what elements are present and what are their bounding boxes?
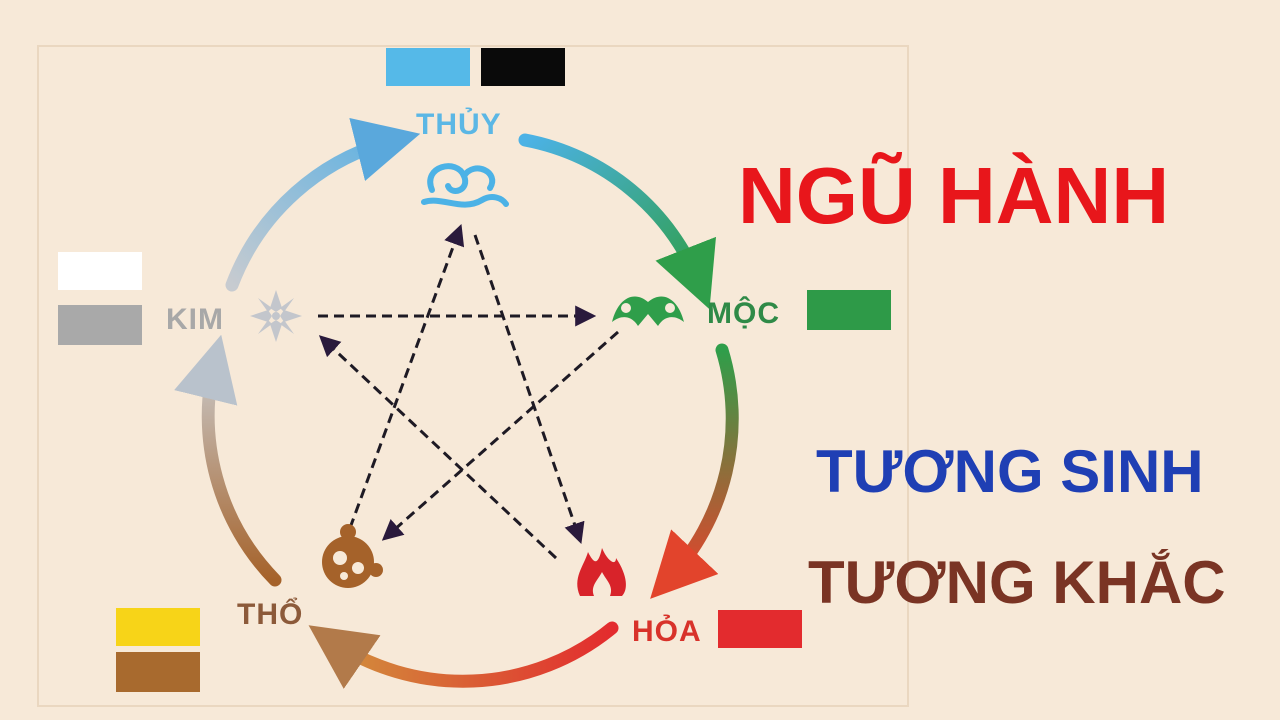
panel-border [37, 45, 909, 707]
water-icon [421, 163, 509, 208]
controlling-cycle [318, 224, 619, 560]
subtitle-tuong-sinh: TƯƠNG SINH [816, 438, 1204, 505]
thuy-color-swatch-1 [386, 48, 470, 86]
arc-moc-hoa [650, 343, 739, 599]
wood-icon [612, 296, 684, 326]
generating-cycle [174, 117, 739, 689]
control-moc-tho [381, 330, 619, 541]
subtitle-tuong-khac: TƯƠNG KHẮC [808, 549, 1226, 616]
tho-label: THỔ [237, 598, 304, 631]
tho-color-swatch-1 [116, 608, 200, 646]
control-tho-thuy [348, 224, 465, 529]
kim-label: KIM [166, 303, 224, 336]
control-thuy-hoa [473, 234, 585, 544]
tho-color-swatch-2 [116, 652, 200, 692]
arc-thuy-moc [518, 133, 716, 310]
arc-hoa-tho [308, 621, 619, 689]
arc-tho-kim [174, 334, 282, 587]
earth-icon [322, 524, 383, 588]
hoa-color-swatch [718, 610, 802, 648]
page-title: NGŨ HÀNH [738, 151, 1170, 240]
kim-color-swatch-2 [58, 305, 142, 345]
hoa-label: HỎA [632, 615, 702, 648]
thuy-label: THỦY [416, 108, 502, 141]
moc-label: MỘC [707, 297, 780, 330]
control-hoa-kim [318, 335, 558, 560]
moc-color-swatch [807, 290, 891, 330]
metal-icon [250, 290, 302, 342]
thuy-color-swatch-2 [481, 48, 565, 86]
kim-color-swatch-1 [58, 252, 142, 290]
fire-icon [577, 548, 626, 596]
arc-kim-thuy [225, 117, 421, 292]
